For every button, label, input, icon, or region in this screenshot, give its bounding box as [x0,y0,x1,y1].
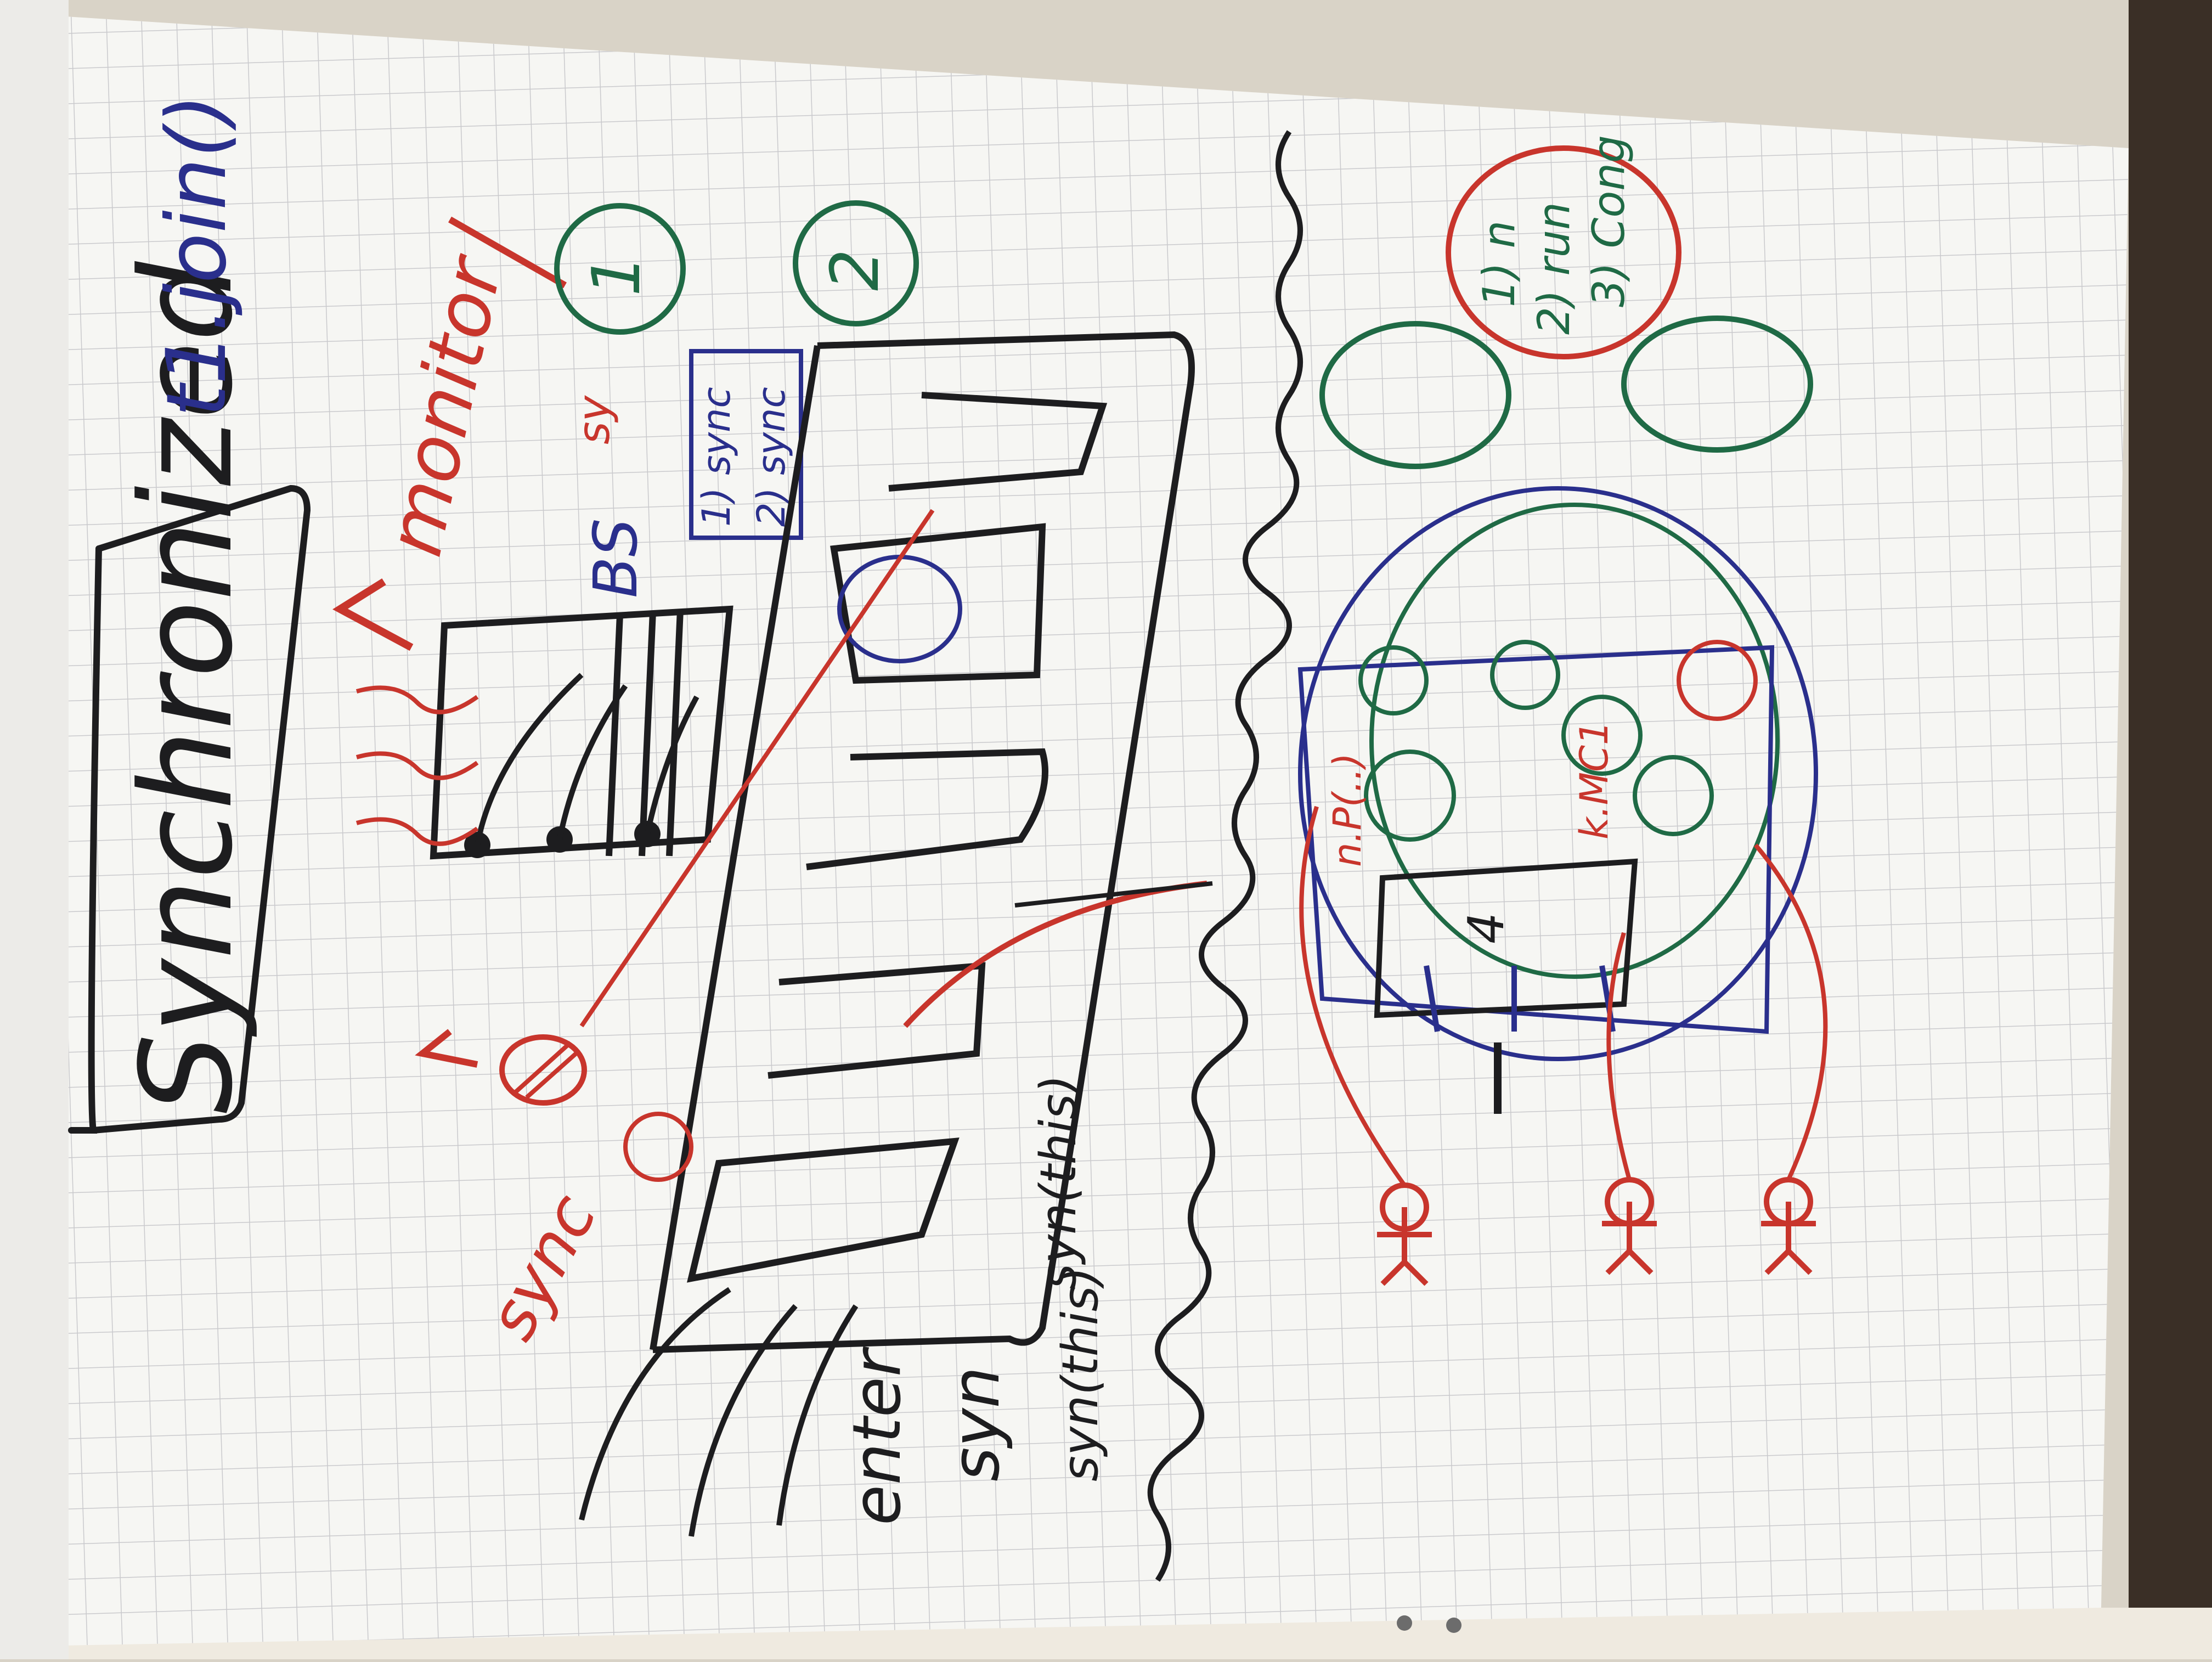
monitor-scene: n.P(..) k.MC1 4 [1297,486,1818,1114]
sync-list-item-1: 1) sync [694,387,739,527]
svg-text:2: 2 [817,249,894,291]
easel-clip-1 [1397,1615,1412,1631]
monitor-arrow [332,578,414,651]
easel-clip-2 [1446,1618,1462,1633]
svg-text:k.MC1: k.MC1 [1572,720,1617,840]
sync-this-label-2: syn(this) [1052,1266,1109,1481]
svg-text:n.P(..): n.P(..) [1325,753,1370,867]
enter-label: enter [839,1346,916,1525]
svg-text:1: 1 [579,255,655,296]
svg-text:4: 4 [1458,912,1515,944]
wavy-divider [1147,130,1303,1582]
svg-text:2) run: 2) run [1528,202,1579,335]
sy-label: sy [568,395,619,444]
title-text: Synchronized [114,261,261,1114]
join-call-text: t1.join() [149,94,245,417]
bs-label: BS [580,519,651,598]
sync-this-label-1: syn(this) [1030,1074,1087,1289]
sync-arrows [579,1287,859,1537]
thread-circle-2: 2 [793,200,919,326]
panel-to-scene-line [1014,881,1213,908]
thread-circle-1: 1 [554,203,686,335]
top-circle-group: 1) n 2) run 3) Cong [1319,135,1813,469]
svg-text:1) n: 1) n [1474,221,1525,307]
syn-label: syn [938,1366,1014,1481]
title-box: Synchronized [68,261,311,1134]
sync-list-item-2: 2) sync [749,387,794,527]
paper-left-edge [0,0,69,1659]
red-long-arrow [579,509,935,1028]
monitor-pointer [448,216,567,289]
svg-text:3) Cong: 3) Cong [1583,135,1634,307]
easel-right [2129,0,2212,1659]
red-hatched-marker [415,1029,587,1106]
stick-figures [1299,805,1828,1286]
sync-object-circle [623,1112,693,1182]
